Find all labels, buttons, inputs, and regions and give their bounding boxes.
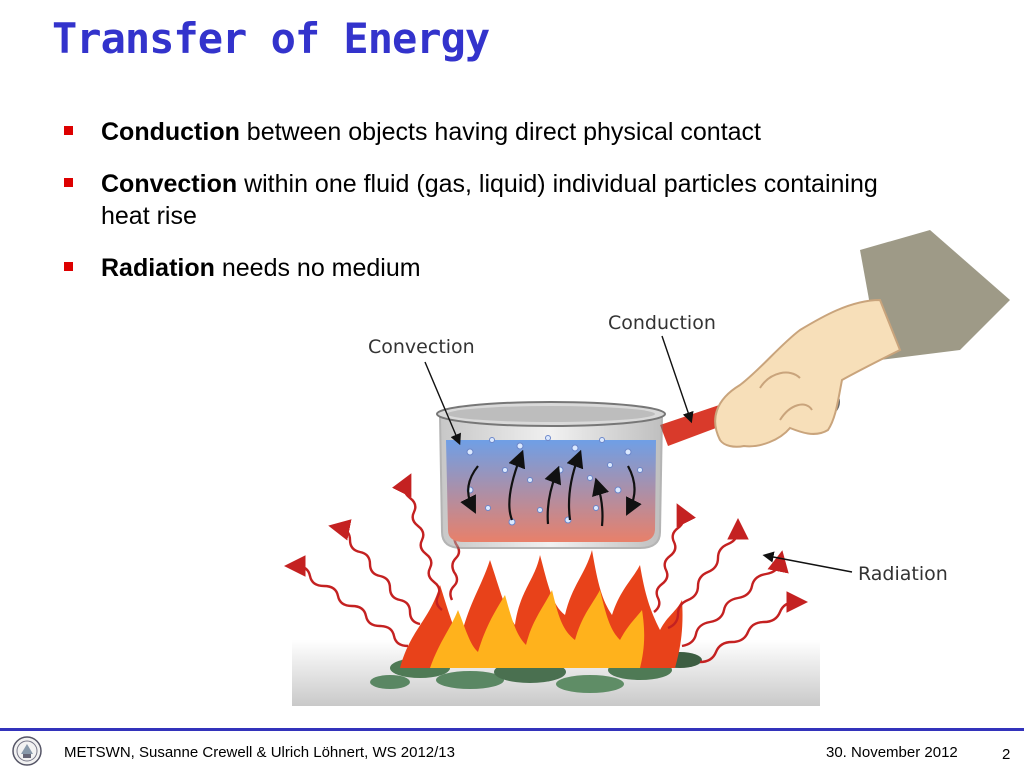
hand-holding-handle — [714, 230, 1010, 448]
label-conduction: Conduction — [608, 312, 716, 334]
page-number: 2 — [1002, 746, 1011, 763]
fire-flames — [400, 550, 683, 668]
heat-transfer-illustration — [284, 230, 1010, 706]
cooking-pot — [436, 401, 666, 549]
radiation-waves — [284, 473, 808, 664]
label-radiation: Radiation — [858, 563, 948, 585]
bullet-item-convection: Convection within one fluid (gas, liquid… — [64, 168, 884, 232]
bullet-text: within one fluid (gas, liquid) individua… — [101, 170, 878, 230]
bullet-text: needs no medium — [214, 254, 421, 282]
bullet-text: between objects having direct physical c… — [239, 118, 761, 146]
bullet-term: Convection — [101, 170, 238, 198]
bullet-square-icon — [64, 178, 73, 187]
bullet-item-radiation: Radiation needs no medium — [64, 252, 884, 284]
footer-course-info: METSWN, Susanne Crewell & Ulrich Löhnert… — [64, 744, 455, 761]
bullet-item-conduction: Conduction between objects having direct… — [64, 116, 884, 148]
bullet-square-icon — [64, 262, 73, 271]
footer-divider — [0, 728, 1024, 731]
bullet-term: Radiation — [101, 254, 215, 282]
university-seal-icon — [12, 736, 42, 766]
bullet-term: Conduction — [101, 118, 240, 146]
label-convection: Convection — [368, 336, 475, 358]
bullet-list: Conduction between objects having direct… — [64, 116, 884, 304]
bullet-square-icon — [64, 126, 73, 135]
footer-date: 30. November 2012 — [826, 744, 958, 761]
slide-title: Transfer of Energy — [52, 14, 490, 63]
